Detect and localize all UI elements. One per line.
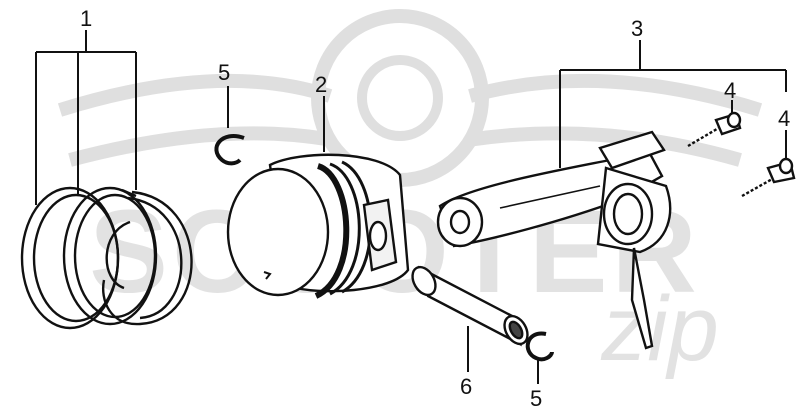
callout-3-leader bbox=[559, 40, 787, 168]
piston-pin bbox=[411, 265, 529, 347]
callout-3: 3 bbox=[631, 16, 643, 41]
piston-rings bbox=[20, 186, 193, 330]
rod-bolt-a bbox=[687, 111, 742, 148]
callout-1: 1 bbox=[80, 6, 92, 31]
rod-bolt-b bbox=[741, 157, 796, 198]
piston bbox=[226, 153, 410, 299]
callout-5-upper: 5 bbox=[218, 60, 230, 85]
circlip-upper bbox=[214, 134, 245, 166]
callout-1-leader bbox=[35, 30, 137, 205]
callout-2: 2 bbox=[315, 72, 327, 97]
callout-4-b: 4 bbox=[778, 106, 790, 131]
callout-5-lower: 5 bbox=[530, 386, 542, 411]
circlip-lower bbox=[525, 331, 554, 362]
connecting-rod bbox=[436, 130, 672, 350]
callout-6: 6 bbox=[460, 374, 472, 399]
svg-text:zip: zip bbox=[600, 278, 719, 380]
scooterzip-watermark bbox=[57, 9, 763, 187]
callout-4-a: 4 bbox=[724, 78, 736, 103]
